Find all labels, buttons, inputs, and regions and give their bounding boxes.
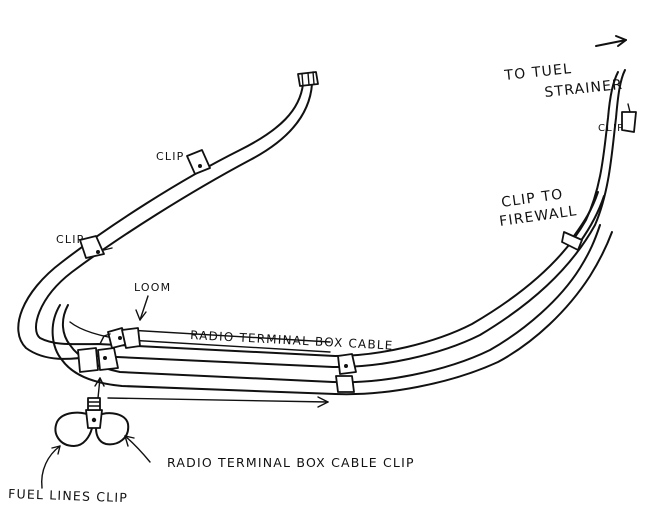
clip-detail-arrow (94, 377, 105, 399)
to-fuel-strainer-label-line2: STRAINER (544, 77, 624, 101)
clip-upper-label: CLIP (156, 150, 185, 163)
clip-detail-drawing (54, 397, 130, 447)
clip-top-right-marker (621, 103, 637, 133)
clip-upper-marker (186, 149, 211, 175)
clip-middle-marker (335, 353, 357, 393)
strainer-direction-arrow (595, 35, 627, 47)
firewall-clip-marker (561, 191, 605, 251)
radio-terminal-box-cable-label: RADIO TERMINAL BOX CABLE (190, 328, 394, 353)
fuel-line-fitting (297, 71, 319, 87)
clip-top-right-label: CLIP (598, 123, 624, 134)
loom-arrow (135, 295, 149, 321)
loom-label: LOOM (134, 281, 171, 294)
radio-terminal-box-cable-clip-label: RADIO TERMINAL BOX CABLE CLIP (167, 455, 415, 470)
fuel-line-outer (17, 69, 626, 369)
fuel-line-inner (51, 224, 613, 396)
loom-clip-cluster (77, 327, 141, 373)
to-fuel-strainer-label-line1: TO TUEL (503, 61, 573, 84)
fuel-lines-clip-label: FUEL LINES CLIP (8, 486, 128, 505)
fuel-lines-clip-arrow (41, 445, 61, 489)
clip-left-marker (79, 235, 113, 259)
cable-direction-arrow (107, 396, 329, 408)
cable-clip-arrow (124, 435, 151, 463)
clip-left-label: CLIP (56, 233, 85, 246)
